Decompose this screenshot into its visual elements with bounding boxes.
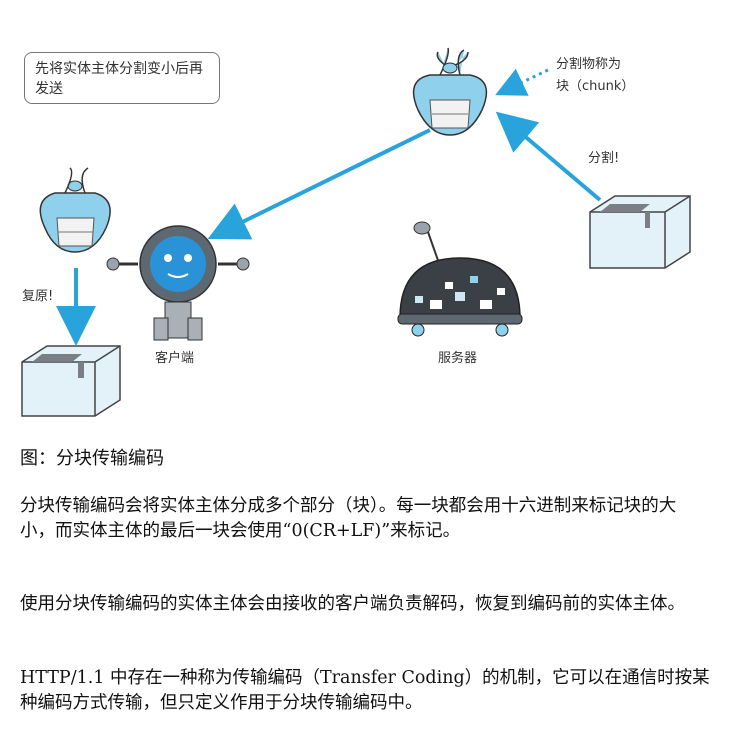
illustration-canvas [21, 47, 691, 417]
paragraph-3: HTTP/1.1 中存在一种称为传输编码（Transfer Coding）的机制… [20, 668, 710, 713]
server-box-icon [589, 195, 691, 269]
figure-caption: 图：分块传输编码 [20, 448, 164, 469]
send-arrow [207, 128, 431, 240]
split-label: 分割! [588, 151, 620, 166]
chunked-encoding-illustration: 先将实体主体分割变小后再发送 分割物称为 块（chunk） 分割! 复原! 客户… [21, 47, 691, 417]
restored-box-icon [21, 345, 121, 417]
chunk-bundle-icon [412, 47, 488, 136]
server-label: 服务器 [438, 351, 478, 366]
split-arrow [495, 111, 602, 202]
server-icon [397, 221, 523, 337]
chunk-label-line2: 块（chunk） [556, 79, 635, 94]
client-label: 客户端 [155, 351, 195, 366]
chunk-pointer-arrow [495, 68, 549, 96]
chunk-label-line1: 分割物称为 [556, 57, 622, 72]
note-box: 先将实体主体分割变小后再发送 [24, 52, 220, 104]
restore-label: 复原! [22, 289, 54, 304]
paragraph-2: 使用分块传输编码的实体主体会由接收的客户端负责解码，恢复到编码前的实体主体。 [20, 594, 685, 614]
paragraph-1: 分块传输编码会将实体主体分成多个部分（块）。每一块都会用十六进制来标记块的大小，… [20, 496, 677, 541]
client-robot-icon [106, 225, 250, 341]
restored-bundle-icon [39, 167, 111, 253]
